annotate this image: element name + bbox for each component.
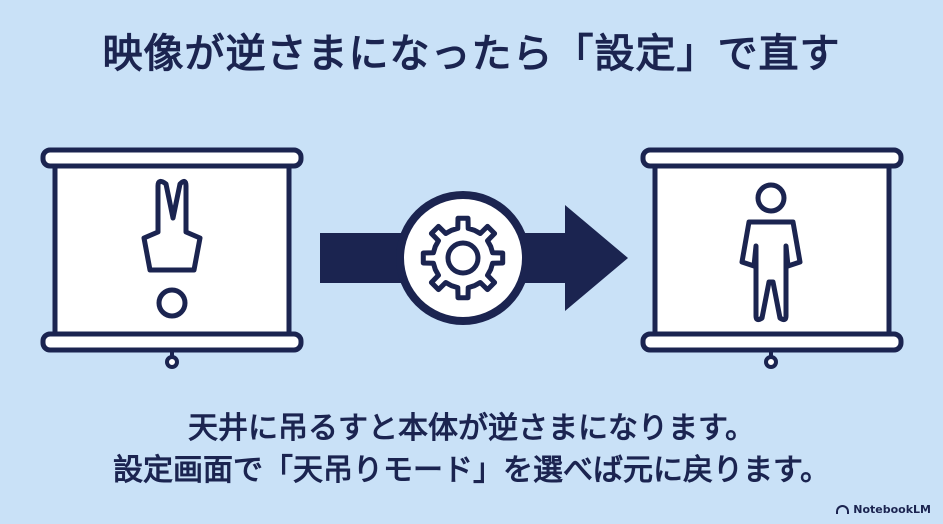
caption-line-1: 天井に吊るすと本体が逆さまになります。 — [188, 411, 755, 446]
gear-icon — [396, 191, 530, 325]
notebooklm-logo-icon — [836, 505, 850, 514]
gear-outline — [420, 215, 506, 301]
person-icon — [739, 182, 803, 323]
upside-down-person-icon — [141, 178, 203, 319]
caption-line-2: 設定画面で「天吊りモード」を選べば元に戻ります。 — [113, 453, 830, 488]
left-projection-screen-icon — [40, 147, 304, 369]
page-title: 映像が逆さまになったら「設定」で直す — [102, 31, 841, 77]
notebooklm-watermark: NotebookLM — [836, 503, 931, 516]
right-projection-screen-icon — [640, 147, 904, 369]
watermark-label: NotebookLM — [853, 503, 931, 516]
